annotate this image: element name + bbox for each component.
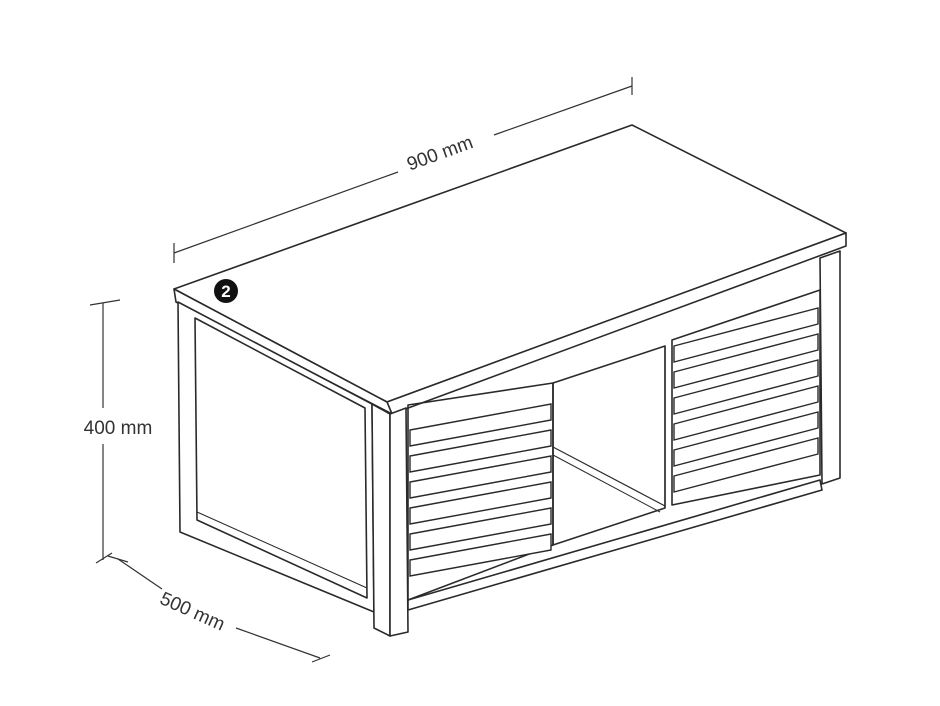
front-left-post: [389, 407, 409, 637]
callout-badge: 2: [214, 279, 238, 303]
width-dimension: [173, 77, 633, 263]
left-slat: [409, 481, 552, 525]
width-label: 900 mm: [404, 132, 476, 175]
depth-dimension-line-upper: [117, 558, 163, 590]
left-slats: [409, 403, 552, 577]
right-slat: [673, 359, 819, 415]
left-slat: [409, 403, 552, 447]
open-compartment-floor-line-2: [552, 454, 661, 513]
right-slats: [673, 307, 819, 493]
depth-dimension: [107, 555, 331, 663]
depth-label: 500 mm: [157, 588, 228, 635]
cabinet: [173, 124, 847, 637]
height-dimension: [89, 299, 121, 564]
front-right-post: [819, 250, 841, 485]
right-slat: [673, 411, 819, 467]
left-grille-frame: [407, 382, 554, 601]
height-tick-bottom: [95, 552, 113, 564]
left-side-panel-inset-shadow: [196, 511, 368, 589]
left-slat: [409, 455, 552, 499]
left-slat: [409, 533, 552, 577]
open-compartment-floor-line: [552, 446, 666, 507]
right-slat: [673, 385, 819, 441]
left-side-panel-inset: [194, 317, 368, 599]
right-slat: [673, 307, 819, 363]
width-dimension-line-right: [493, 85, 633, 136]
front-bottom-rail: [407, 479, 823, 611]
callout-circle: [214, 279, 238, 303]
open-compartment-back: [552, 345, 666, 546]
height-label: 400 mm: [84, 418, 153, 439]
depth-tick-back: [107, 555, 129, 563]
depth-dimension-line-lower: [235, 627, 321, 659]
height-tick-top: [89, 299, 121, 306]
width-dimension-line-left: [173, 171, 399, 254]
front-left-leg: [371, 403, 391, 637]
right-slat: [673, 333, 819, 389]
left-slat: [409, 429, 552, 473]
callout-number: 2: [221, 282, 230, 301]
right-grille-frame: [671, 289, 821, 506]
depth-tick-front: [311, 654, 331, 663]
right-slat: [673, 437, 819, 493]
left-slat: [409, 507, 552, 551]
